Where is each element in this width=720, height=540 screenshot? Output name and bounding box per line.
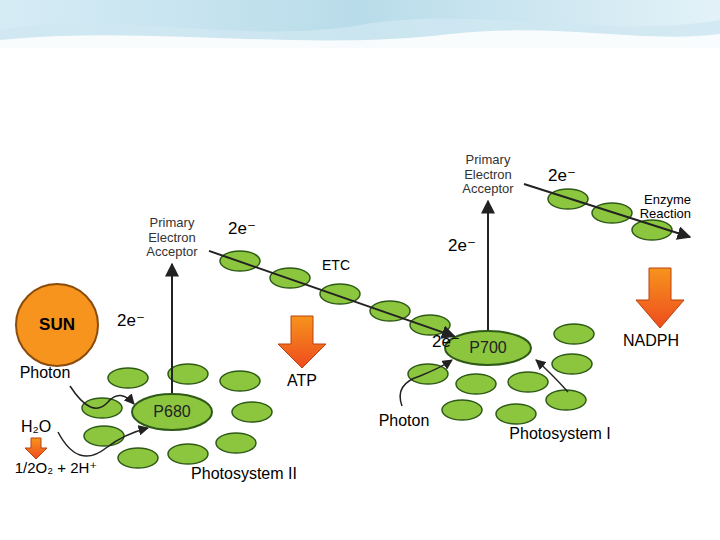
- node-shape: [16, 284, 98, 366]
- product-label: ATP: [287, 372, 317, 390]
- electron-label: 2e⁻: [228, 220, 256, 239]
- photon-arrows: [58, 360, 568, 456]
- node-shape: [136, 213, 209, 264]
- node-text: P700: [469, 339, 506, 357]
- product-label: NADPH: [623, 332, 679, 350]
- node-text: Primary Electron Acceptor: [451, 153, 525, 198]
- electron-flow-arrow: [487, 201, 489, 330]
- top-banner: [0, 0, 720, 52]
- node-shape: [452, 150, 525, 201]
- process-label: Enzyme Reaction: [619, 193, 691, 222]
- electron-acceptor: Primary Electron Acceptor: [135, 212, 209, 264]
- node-text: P680: [153, 403, 190, 421]
- reactant-label: H₂O: [21, 418, 51, 436]
- electron-label: 2e⁻: [432, 333, 460, 352]
- electron-label: 2e⁻: [548, 167, 576, 186]
- electron-acceptor: Primary Electron Acceptor: [451, 149, 525, 201]
- node-text: SUN: [39, 315, 75, 335]
- photosystem-label: Photosystem II: [191, 465, 297, 483]
- electron-label: 2e⁻: [448, 237, 476, 256]
- electron-label: 2e⁻: [117, 312, 145, 331]
- photon-label: Photon: [20, 364, 71, 382]
- enzyme-reaction-line: [524, 184, 690, 237]
- electron-flow-arrow: [171, 264, 173, 393]
- electron-flow-arrow: [209, 251, 454, 336]
- reaction-center: P680: [131, 393, 213, 431]
- node-shape: [132, 394, 212, 430]
- product-label: 1/2O₂ + 2H⁺: [15, 460, 98, 477]
- photosystem-label: Photosystem I: [509, 425, 610, 443]
- orange-arrows: [25, 268, 684, 459]
- node-text: Primary Electron Acceptor: [135, 216, 209, 261]
- chlorophyll-ovals: [82, 189, 672, 468]
- chain-label: ETC: [322, 258, 350, 273]
- sun-circle: SUN: [15, 283, 99, 367]
- photon-label: Photon: [379, 412, 430, 430]
